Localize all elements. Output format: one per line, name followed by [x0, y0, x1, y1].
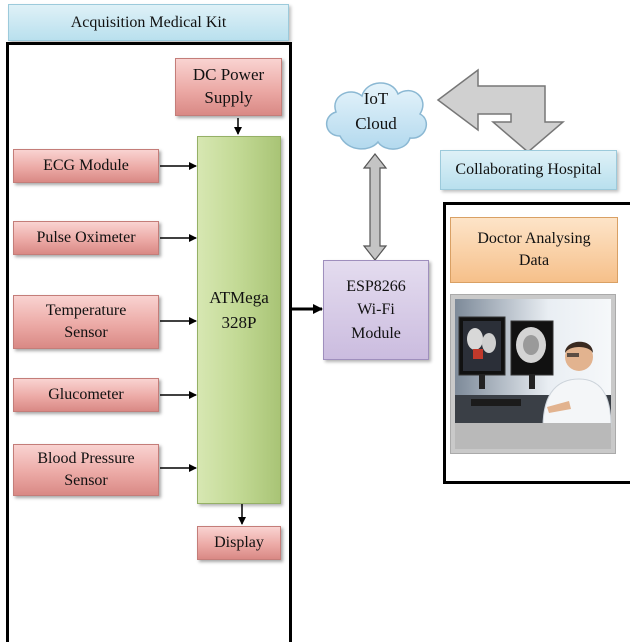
cloud-icon	[326, 82, 428, 150]
dc-power-supply: DC Power Supply	[175, 58, 282, 116]
arrow-cloud-hospital	[436, 68, 566, 153]
collaborating-hospital: Collaborating Hospital	[440, 150, 617, 190]
ecg-module: ECG Module	[13, 149, 159, 183]
cloud-label: IoT Cloud	[355, 88, 397, 134]
kit-frame	[6, 42, 292, 642]
blood-pressure-sensor: Blood Pressure Sensor	[13, 444, 159, 496]
display-module: Display	[197, 526, 281, 560]
pulse-oximeter: Pulse Oximeter	[13, 221, 159, 255]
temperature-sensor: Temperature Sensor	[13, 295, 159, 349]
doctor-photo	[450, 294, 616, 454]
atmega-328p: ATMega 328P	[197, 136, 281, 504]
doctor-analysing-label: Doctor Analysing Data	[450, 217, 618, 283]
doctor-at-monitors-icon	[455, 299, 612, 449]
glucometer: Glucometer	[13, 378, 159, 412]
arrow-cloud-esp	[362, 153, 388, 261]
iot-cloud: IoT Cloud	[320, 72, 432, 156]
doctor-frame	[443, 202, 630, 484]
esp8266-module: ESP8266 Wi-Fi Module	[323, 260, 429, 360]
connectors	[160, 68, 566, 525]
kit-title: Acquisition Medical Kit	[8, 4, 289, 41]
